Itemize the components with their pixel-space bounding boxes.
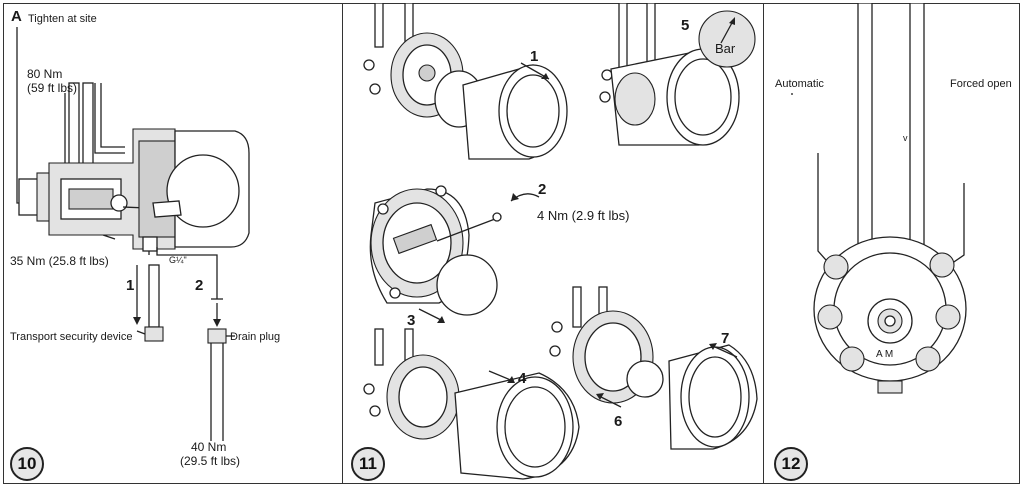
torque-4nm-label: 4 Nm (2.9 ft lbs): [537, 208, 630, 223]
step-2-label: 2: [538, 181, 547, 198]
torque-40nm-label: 40 Nm: [191, 440, 227, 454]
arrow-mark-v: v: [903, 133, 908, 143]
assembly-top-left: [363, 3, 568, 160]
tighten-at-site-label: Tighten at site: [28, 13, 97, 25]
step-2-label: 2: [195, 277, 204, 294]
torque-80nm-label: 80 Nm: [27, 67, 63, 81]
figure-frame: [3, 3, 1020, 484]
drain-plug-label: Drain plug: [230, 331, 281, 343]
step-4-label: 4: [518, 370, 527, 387]
cover-removal-drawing: [363, 3, 758, 480]
step-1-label: 1: [530, 48, 539, 65]
transport-security-device-label: Transport security device: [10, 331, 133, 343]
panel-12: Automatic Forced open v A M 12: [764, 3, 1020, 484]
assembly-bottom-right: [549, 286, 758, 450]
leader-35nm: [102, 234, 116, 240]
panel-10: A Tighten at site 80 Nm (59 ft lbs) 35 N…: [3, 3, 342, 484]
pressure-gauge: [698, 10, 756, 68]
trap-section-drawing: [16, 27, 250, 441]
torque-35nm-label: 35 Nm (25.8 ft lbs): [10, 254, 109, 268]
step-1-label: 1: [126, 277, 135, 294]
step-5-label: 5: [681, 17, 690, 34]
figure-number-12-badge: 12: [774, 447, 808, 481]
forced-open-label: Forced open: [950, 78, 1012, 90]
panel-divider-2: [763, 3, 764, 484]
thread-g14-label: G¼": [169, 255, 187, 265]
step-6-label: 6: [614, 413, 623, 430]
panel-11: 1 2 3 4 5 6 7 Bar 4 Nm (2.9 ft lbs) 11: [343, 3, 763, 484]
dial-am-label: A M: [876, 349, 894, 360]
figure-number-10-badge: 10: [10, 447, 44, 481]
leader-a: [16, 27, 37, 204]
assembly-bottom-left: [363, 328, 580, 480]
figure-number-11-badge: 11: [351, 447, 385, 481]
detail-letter-a: A: [11, 8, 22, 25]
step-3-label: 3: [407, 312, 416, 329]
torque-29-5ftlbs-label: (29.5 ft lbs): [180, 454, 241, 468]
panel-divider-1: [342, 3, 343, 484]
assembly-middle-open: [369, 185, 502, 316]
assembly-top-right: [599, 3, 740, 146]
automatic-label: Automatic: [775, 78, 824, 90]
step-7-label: 7: [721, 330, 730, 347]
gauge-bar-label: Bar: [715, 41, 736, 56]
front-view-drawing: [791, 3, 967, 394]
torque-59ftlbs-label: (59 ft lbs): [27, 81, 78, 95]
